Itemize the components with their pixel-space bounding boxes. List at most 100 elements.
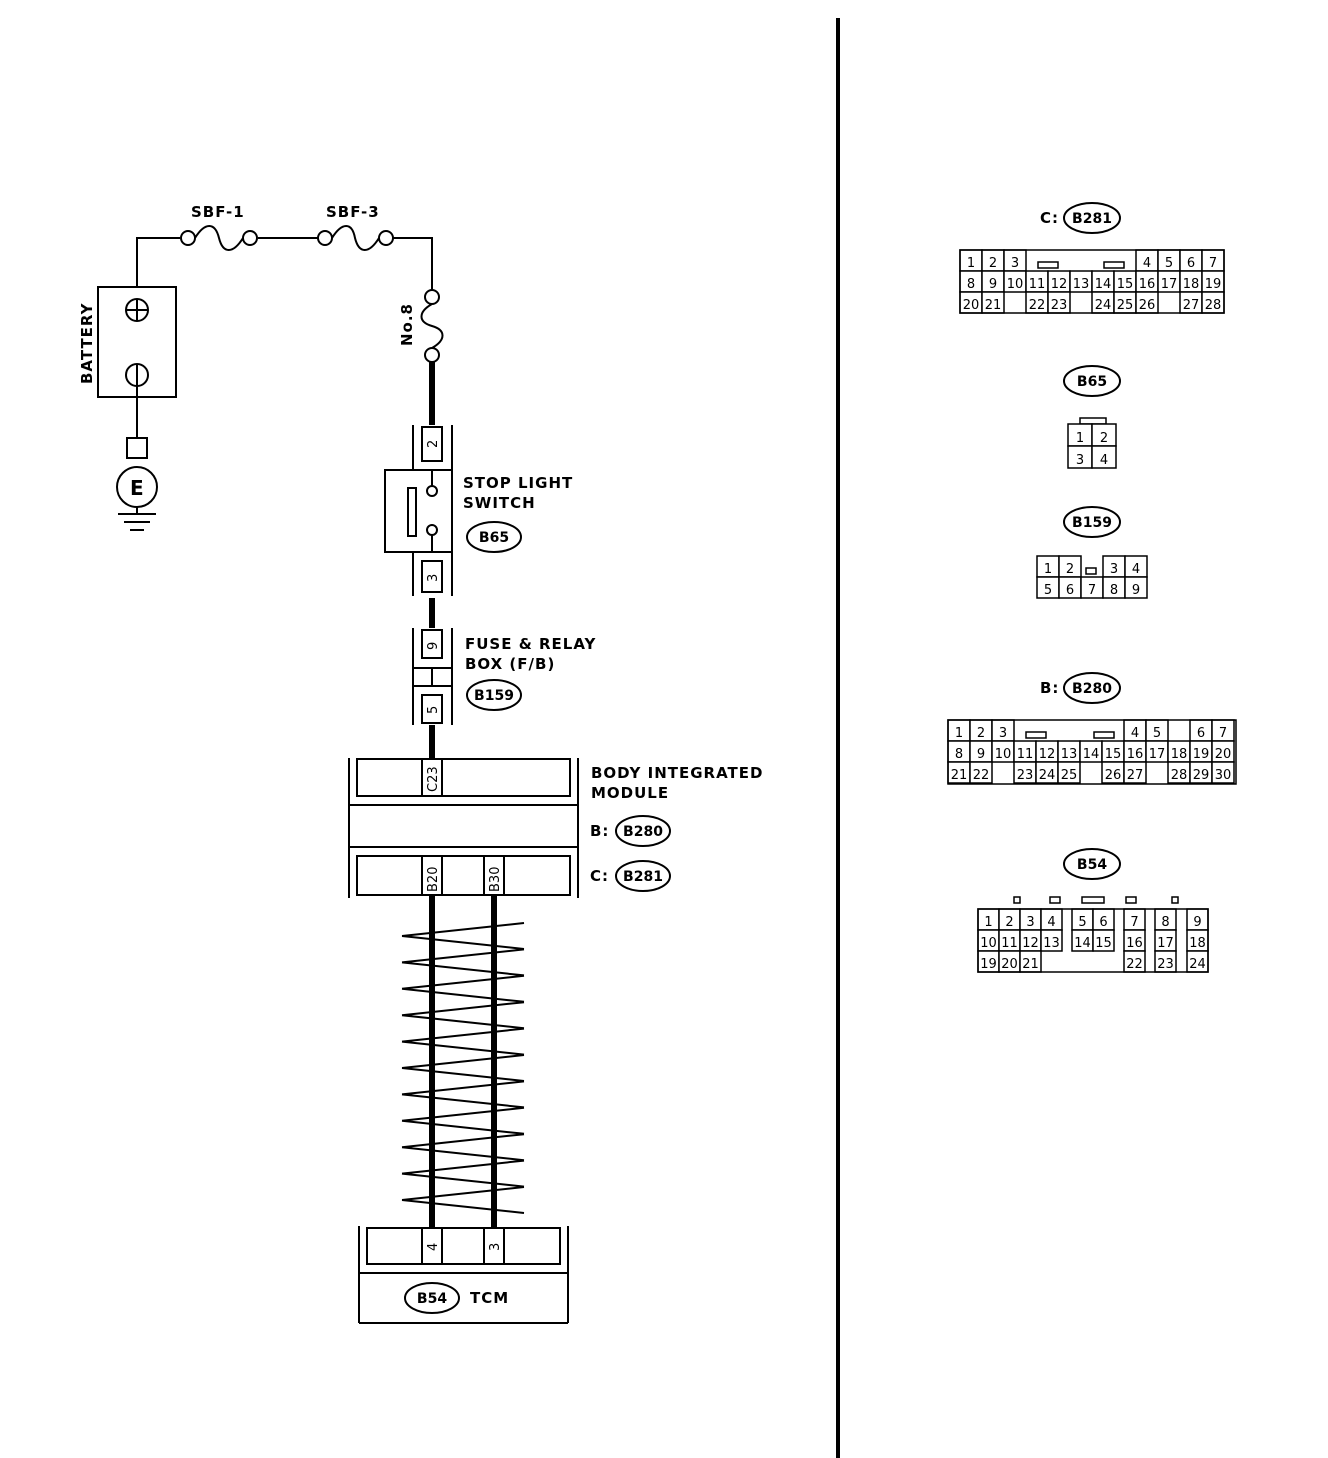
b281-pin-label: 1 <box>967 256 975 271</box>
b280-pin-cell <box>1057 761 1081 784</box>
connector-key-tab <box>1103 261 1125 269</box>
bim-b-prefix: B: <box>590 822 609 840</box>
b280-pin-label: 27 <box>1127 768 1144 783</box>
battery-plus-icon <box>125 298 149 322</box>
b281-oval <box>1063 202 1121 234</box>
b159-pin-label: 3 <box>1110 562 1118 577</box>
connector-key-tab <box>1085 567 1097 575</box>
b159-pin-label: 9 <box>1132 583 1140 598</box>
bim-label-1: BODY INTEGRATED <box>591 764 763 782</box>
b280-oval <box>1063 672 1121 704</box>
b281-pin-label: 16 <box>1139 277 1156 292</box>
b281-pin-label: 25 <box>1117 298 1134 313</box>
battery-label: BATTERY <box>78 302 96 384</box>
b159-pin-label: 1 <box>1044 562 1052 577</box>
b281-pin-label: 9 <box>989 277 997 292</box>
no8-fuse-icon <box>420 289 444 363</box>
b280-pin-label: 25 <box>1061 768 1078 783</box>
b281-prefix: C: <box>1040 209 1059 227</box>
sbf1-fuse-icon <box>180 225 258 251</box>
b54-pin-label: 15 <box>1095 936 1112 951</box>
stop-switch-pin-top: 2 <box>426 440 441 448</box>
b54-oval-left <box>404 1282 460 1314</box>
b280-pin-label: 17 <box>1149 747 1166 762</box>
b280-pin-label: 28 <box>1171 768 1188 783</box>
b159-pin-label: 7 <box>1088 583 1096 598</box>
fb-label-2: BOX (F/B) <box>465 655 555 673</box>
b280-pin-label: 10 <box>995 747 1012 762</box>
top-harness <box>136 237 433 300</box>
b280-pin-label: 5 <box>1153 726 1161 741</box>
b281-pin-label: 3 <box>1011 256 1019 271</box>
b159-pin-label: 5 <box>1044 583 1052 598</box>
b54-pin-label: 9 <box>1193 915 1201 930</box>
b54-pin-cell <box>1092 929 1115 952</box>
battery-minus-icon <box>125 363 149 387</box>
b281-pin-label: 21 <box>985 298 1002 313</box>
b280-prefix: B: <box>1040 679 1059 697</box>
connector-key-tab <box>1171 896 1179 904</box>
connector-key-tab <box>1049 896 1061 904</box>
b280-pin-label: 15 <box>1105 747 1122 762</box>
b54-pin-label: 22 <box>1126 957 1143 972</box>
fuse-relay-box <box>412 628 453 725</box>
b280-label-left: B280 <box>623 824 663 840</box>
connector-key-tab <box>1125 896 1137 904</box>
b54-pin-cell <box>1040 929 1063 952</box>
b65-pin-label: 3 <box>1076 453 1084 468</box>
b280-pin-label: 13 <box>1061 747 1078 762</box>
fb-label-1: FUSE & RELAY <box>465 635 597 653</box>
connector-key-tab <box>1079 417 1107 425</box>
connector-key-tab <box>1013 896 1021 904</box>
b281-pin-label: 6 <box>1187 256 1195 271</box>
b54-title: B54 <box>1077 857 1107 873</box>
b281-housing <box>959 249 1225 314</box>
bim-c-prefix: C: <box>590 867 609 885</box>
tcm-label: TCM <box>470 1289 509 1307</box>
stop-switch-label-1: STOP LIGHT <box>463 474 573 492</box>
b54-pin-label: 24 <box>1189 957 1206 972</box>
b54-pin-label: 16 <box>1126 936 1143 951</box>
b281-title: B281 <box>1072 211 1112 227</box>
fb-pin-top: 9 <box>426 642 441 650</box>
b159-label-left: B159 <box>474 688 514 704</box>
b65-pin-label: 4 <box>1100 453 1108 468</box>
b281-pin-label: 8 <box>967 277 975 292</box>
b280-pin-label: 7 <box>1219 726 1227 741</box>
b159-pin-label: 6 <box>1066 583 1074 598</box>
b54-pin-label: 23 <box>1157 957 1174 972</box>
stop-light-switch <box>384 425 453 596</box>
b281-pin-label: 20 <box>963 298 980 313</box>
b280-title: B280 <box>1072 681 1112 697</box>
sbf3-label: SBF-3 <box>326 203 380 221</box>
bim-pin-b30: B30 <box>488 867 503 892</box>
b281-pin-label: 13 <box>1073 277 1090 292</box>
b280-pin-label: 16 <box>1127 747 1144 762</box>
b280-pin-label: 19 <box>1193 747 1210 762</box>
b281-pin-label: 23 <box>1051 298 1068 313</box>
b280-pin-label: 6 <box>1197 726 1205 741</box>
connector-key-tab <box>1025 731 1047 739</box>
b159-title: B159 <box>1072 515 1112 531</box>
b281-pin-label: 15 <box>1117 277 1134 292</box>
body-integrated-module <box>348 758 579 898</box>
tcm-box <box>358 1226 569 1324</box>
b54-pin-label: 13 <box>1043 936 1060 951</box>
no8-label: No.8 <box>398 303 416 346</box>
b54-pin-label: 10 <box>980 936 997 951</box>
b280-pin-label: 22 <box>973 768 990 783</box>
b65-oval-left <box>466 521 522 553</box>
b159-pin-label: 2 <box>1066 562 1074 577</box>
b65-oval <box>1063 365 1121 397</box>
b159-pin-label: 4 <box>1132 562 1140 577</box>
b280-pin-cell <box>1211 761 1235 784</box>
b280-pin-label: 11 <box>1017 747 1034 762</box>
b54-pin-label: 5 <box>1078 915 1086 930</box>
sbf3-fuse-icon <box>317 225 394 251</box>
twisted-pair-wires <box>401 895 525 1228</box>
bim-pin-b20: B20 <box>426 867 441 892</box>
b281-pin-label: 10 <box>1007 277 1024 292</box>
b281-pin-label: 18 <box>1183 277 1200 292</box>
b280-pin-label: 12 <box>1039 747 1056 762</box>
b65-pin-label: 1 <box>1076 431 1084 446</box>
